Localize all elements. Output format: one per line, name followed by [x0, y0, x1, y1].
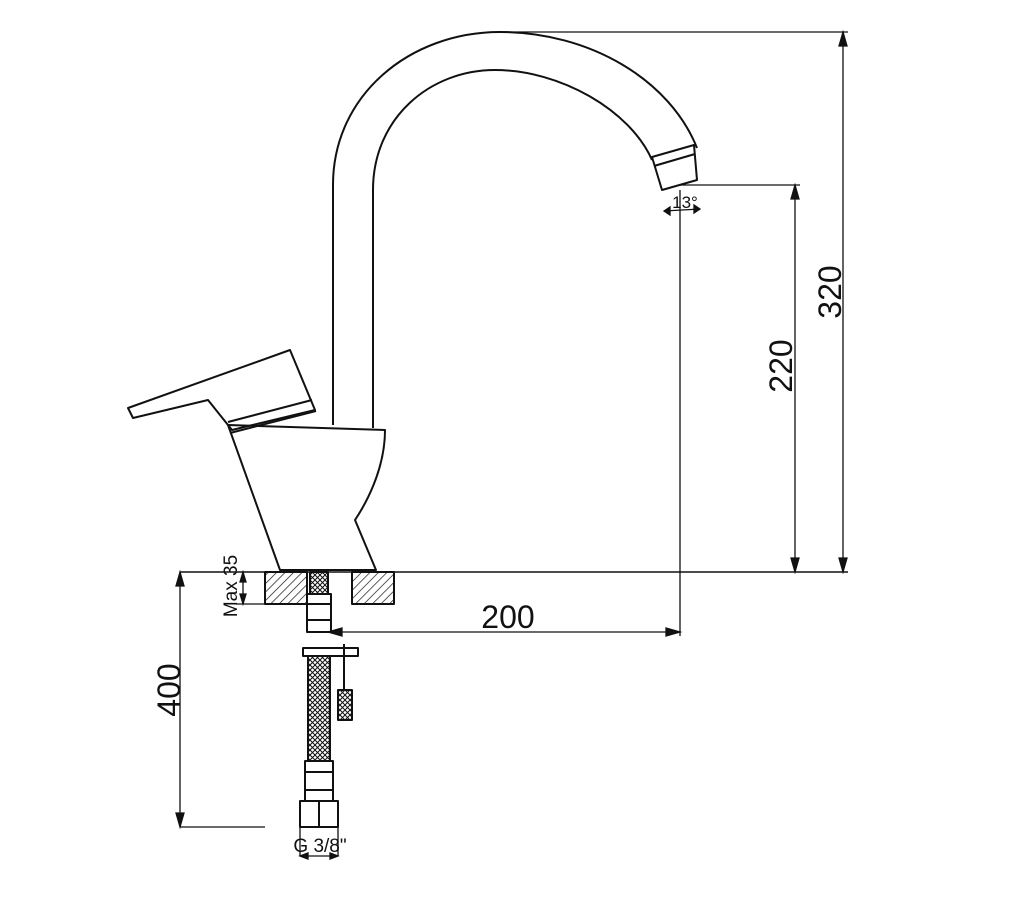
flex-hose — [307, 655, 331, 762]
dimension-thread: G 3/8" — [293, 836, 346, 857]
counter-section-right — [351, 571, 395, 605]
spout-aerator — [651, 144, 698, 191]
spout-outer — [332, 31, 698, 425]
faucet-body — [227, 424, 386, 571]
dimension-320: 320 — [812, 265, 848, 318]
dimension-220: 220 — [763, 339, 799, 392]
dimension-max35: Max 35 — [221, 555, 242, 617]
dimension-spout-angle: 13° — [672, 193, 698, 212]
mounting-stud — [309, 571, 329, 595]
counter-section-left — [264, 571, 308, 605]
lever-handle — [127, 349, 316, 431]
dimension-200: 200 — [481, 599, 534, 635]
spout-inner — [372, 69, 653, 428]
fixing-screw — [337, 689, 353, 721]
mounting-nut — [302, 647, 359, 657]
dimension-400: 400 — [151, 663, 187, 716]
